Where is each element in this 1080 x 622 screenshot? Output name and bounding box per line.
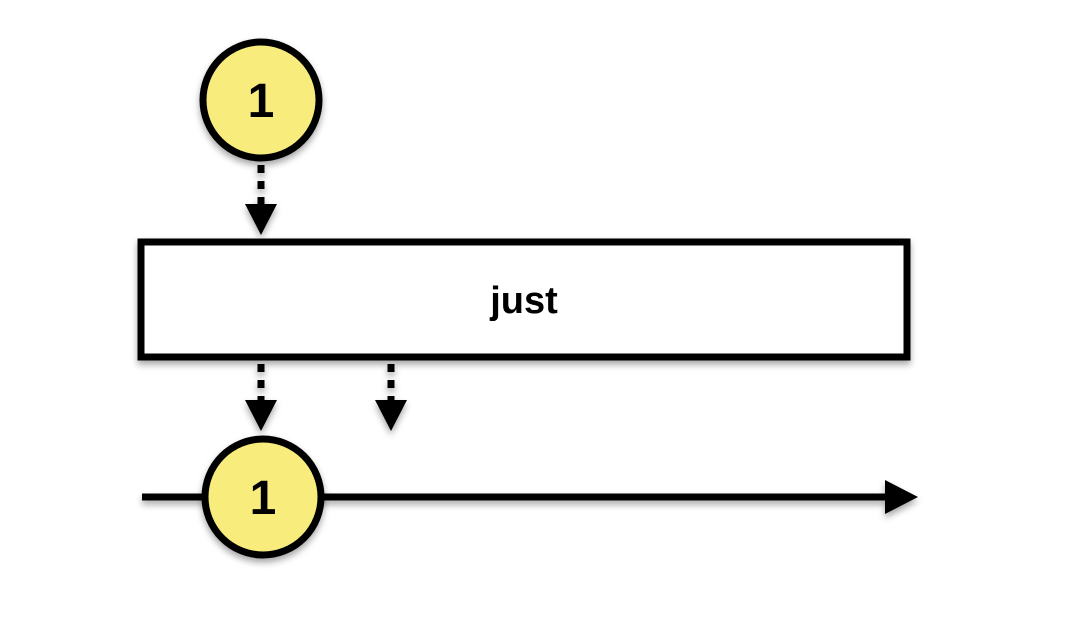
output-arrow-marble (245, 364, 277, 431)
operator-box: just (137, 238, 911, 361)
input-arrow-head-icon (245, 204, 277, 235)
output-timeline-arrow-icon (885, 480, 918, 514)
output-marble-value: 1 (250, 472, 277, 525)
output-marble: 1 (201, 435, 325, 559)
output-arrow-marble-head-icon (245, 400, 277, 431)
operator-box-rect (137, 238, 911, 361)
output-arrow-complete-head-icon (375, 400, 407, 431)
output-marble-circle (201, 435, 325, 559)
input-marble: 1 (199, 38, 323, 162)
input-arrow (245, 165, 277, 235)
input-marble-circle (199, 38, 323, 162)
input-marble-value: 1 (248, 75, 275, 128)
output-arrow-complete (375, 364, 407, 431)
operator-label: just (489, 280, 558, 322)
